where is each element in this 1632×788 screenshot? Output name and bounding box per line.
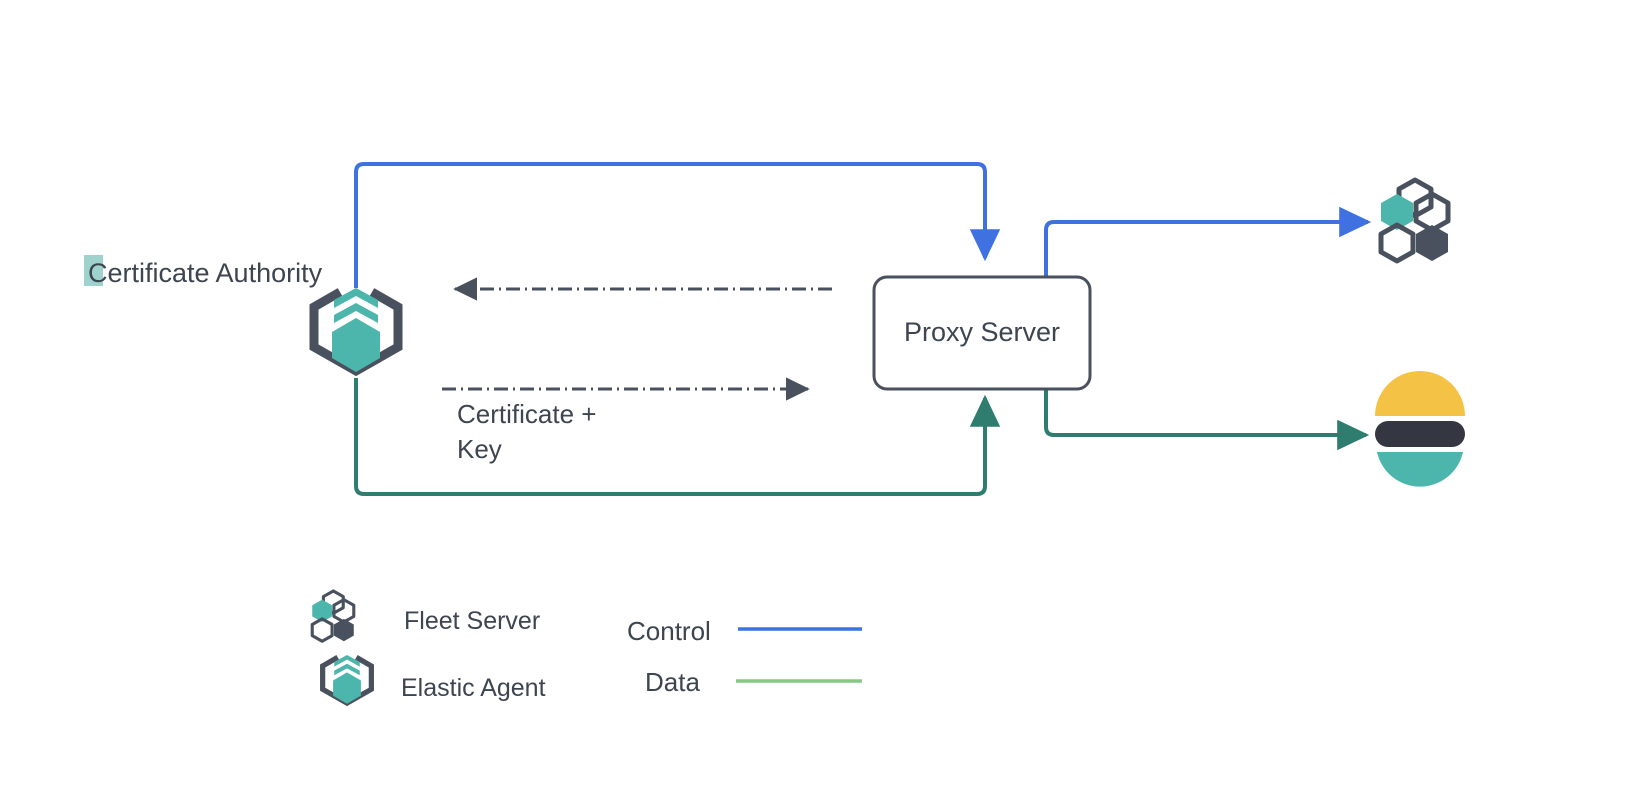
certificate-authority-label: Certificate Authority	[88, 258, 323, 288]
legend-elastic-agent-icon	[323, 655, 372, 704]
elasticsearch-node-icon	[1375, 371, 1465, 487]
data-edge-proxy-to-elasticsearch	[1044, 388, 1370, 451]
control-edge-proxy-to-fleet	[1044, 206, 1372, 276]
proxy-server-node[interactable]	[872, 275, 1092, 391]
data-edge-ca-to-proxy	[354, 378, 1001, 496]
legend-data-label: Data	[645, 667, 700, 697]
control-edge-ca-to-proxy	[354, 162, 1001, 288]
legend-fleet-server-icon	[310, 589, 356, 643]
fleet-server-node-icon	[1381, 180, 1448, 261]
text-selection-highlight	[84, 255, 103, 286]
legend-elastic-agent-label: Elastic Agent	[401, 674, 546, 702]
certificate-key-label-line2: Key	[457, 434, 502, 464]
legend-control-label: Control	[627, 616, 711, 646]
certificate-authority-icon	[314, 288, 398, 372]
legend-fleet-server-label: Fleet Server	[404, 607, 540, 635]
certificate-key-label-line1: Certificate +	[457, 399, 596, 429]
proxy-server-label: Proxy Server	[904, 317, 1060, 347]
